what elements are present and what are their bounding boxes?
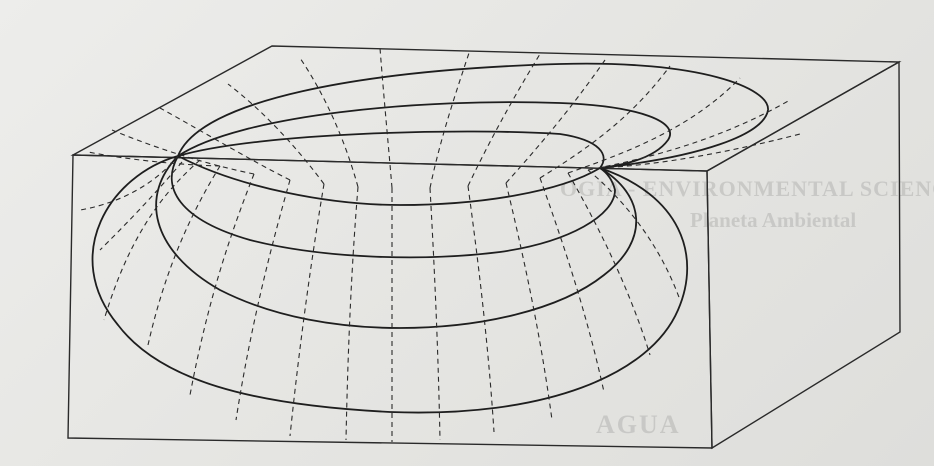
- flow-line: [539, 177, 605, 393]
- flow-line: [103, 159, 201, 321]
- bleed-through-text-2: Planeta Ambiental: [690, 208, 857, 232]
- equipotential-top-outer: [177, 62, 769, 169]
- flow-line-top: [159, 107, 291, 181]
- flow-line-top: [227, 83, 325, 185]
- flow-lines: [79, 47, 801, 442]
- flow-line: [567, 172, 651, 356]
- equipotential-cross-middle: [155, 155, 638, 329]
- flow-line-top: [539, 65, 671, 179]
- flow-line: [505, 182, 553, 421]
- flow-line: [429, 187, 441, 441]
- block-front-face: [67, 154, 713, 449]
- bleed-through-text-3: AGUA: [596, 410, 681, 439]
- flow-line: [587, 169, 681, 301]
- equipotential-top-crescent: [177, 155, 601, 206]
- flow-line-top: [379, 47, 393, 189]
- flow-line: [467, 185, 495, 433]
- flow-line-top: [429, 49, 471, 189]
- flow-line: [289, 183, 325, 437]
- equipotential-lines: [91, 62, 769, 414]
- equipotential-top-inner: [177, 130, 605, 169]
- equipotential-top-middle: [177, 101, 671, 169]
- flow-line-top: [299, 57, 359, 188]
- flow-line: [147, 165, 221, 346]
- flow-line-top: [467, 53, 541, 187]
- flow-line-top: [111, 129, 255, 175]
- block-top-face: [70, 45, 902, 172]
- flow-line-left: [99, 161, 183, 251]
- flow-line-top: [87, 151, 221, 167]
- flow-line: [189, 173, 255, 396]
- block-outline: [67, 45, 902, 450]
- block-right-face: [706, 60, 901, 450]
- flow-line: [345, 186, 359, 441]
- flow-line-top: [587, 99, 791, 171]
- flow-line-top: [599, 133, 801, 169]
- equipotential-cross-outer: [91, 155, 689, 414]
- flow-line-top: [567, 77, 741, 174]
- bleed-through-text-1: OGIA - ENVIRONMENTAL SCIENCE: [560, 176, 934, 201]
- flow-line-top: [505, 59, 606, 184]
- equipotential-cross-inner: [170, 155, 616, 259]
- flow-line-left: [79, 155, 179, 211]
- flow-line: [235, 179, 291, 421]
